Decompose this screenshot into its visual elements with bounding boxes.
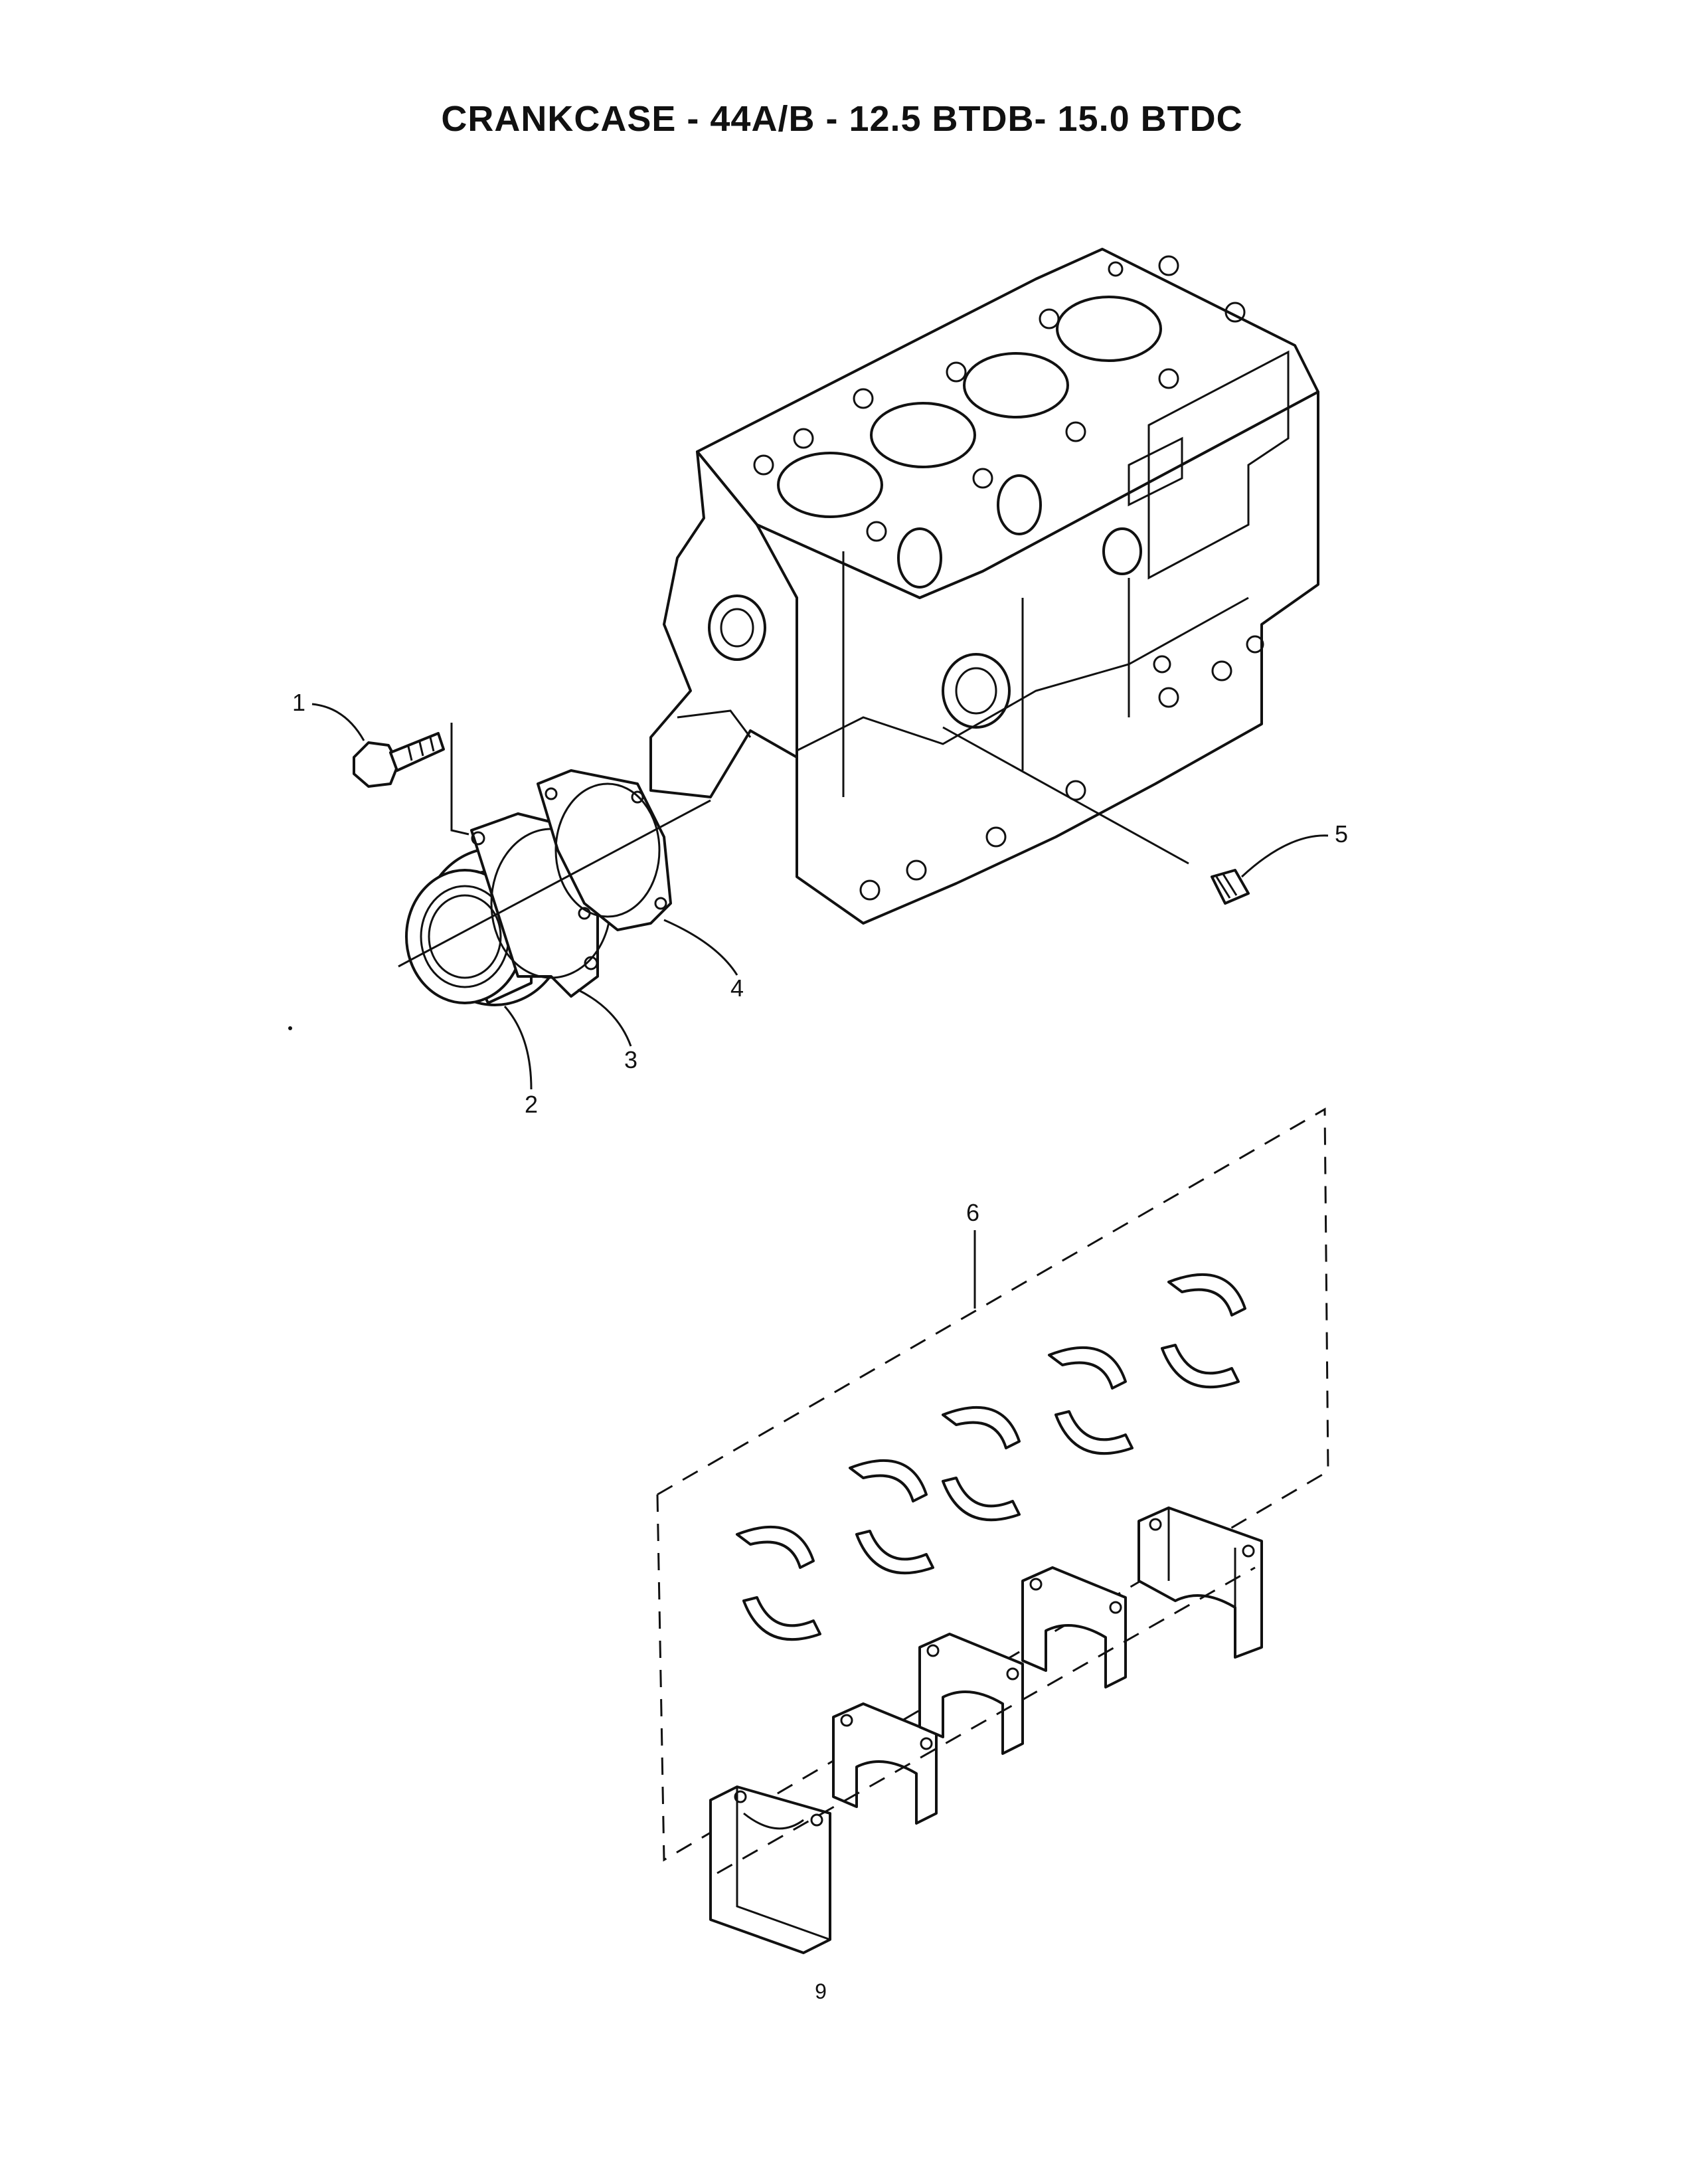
callout-2-label: 2	[525, 1091, 538, 1118]
callout-5: 5	[1240, 820, 1348, 878]
plug-part	[1211, 869, 1250, 905]
callout-1: 1	[292, 689, 365, 741]
callout-2: 2	[503, 1006, 538, 1118]
page-number: 9	[815, 1979, 827, 2003]
gasket-part	[537, 769, 672, 931]
callout-4-label: 4	[730, 974, 744, 1002]
callout-5-label: 5	[1335, 820, 1348, 848]
page-title: CRANKCASE - 44A/B - 12.5 BTDB- 15.0 BTDC	[441, 99, 1243, 139]
callout-3: 3	[577, 988, 637, 1073]
callout-6: 6	[966, 1199, 979, 1309]
callout-1-label: 1	[292, 689, 305, 716]
callout-6-label: 6	[966, 1199, 979, 1226]
main-bearing-cap	[709, 1506, 1263, 1954]
bearing-shell-upper	[736, 1273, 1246, 1569]
callout-3-label: 3	[624, 1046, 637, 1073]
bearing-shell-lower	[742, 1344, 1240, 1641]
crankcase-block	[649, 248, 1319, 925]
callout-4: 4	[663, 919, 744, 1002]
bearing-kit	[656, 1107, 1329, 1954]
bolt-part	[353, 732, 445, 788]
